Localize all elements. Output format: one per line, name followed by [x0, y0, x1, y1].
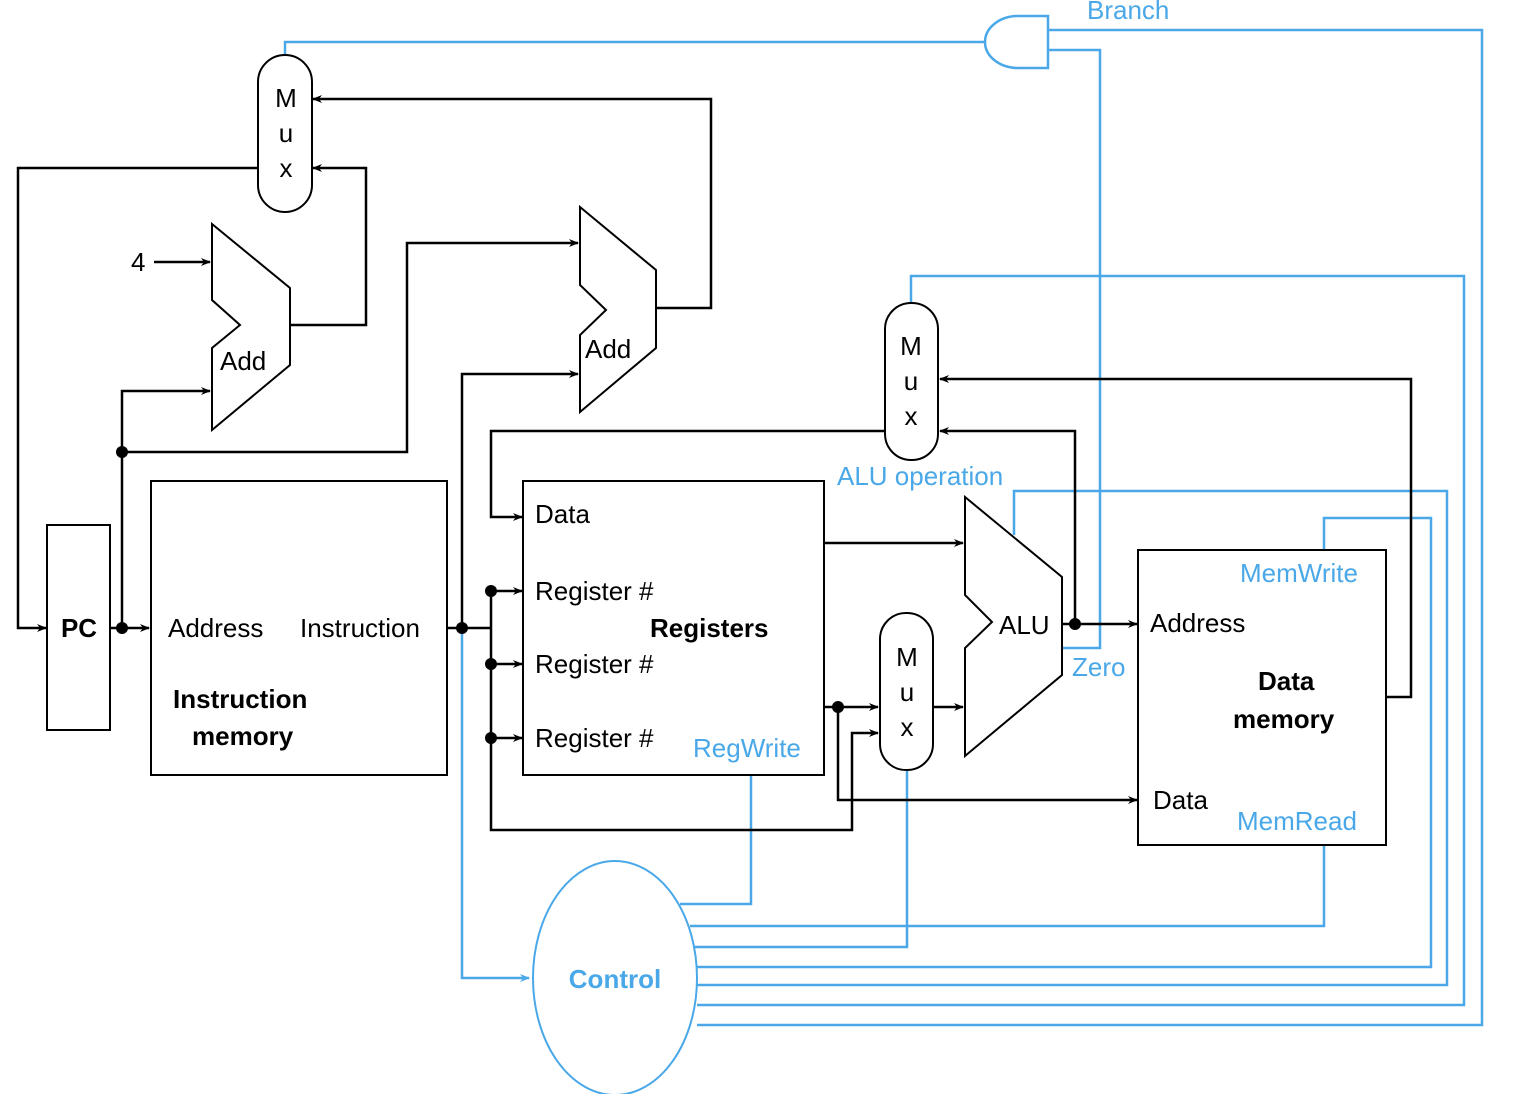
alusrc-mux: M u x [879, 612, 934, 771]
datapath-wires [16, 95, 1413, 832]
junction-dots [116, 446, 1081, 744]
regwrite-label: RegWrite [693, 733, 801, 763]
opcode-to-control-wire [460, 628, 530, 982]
registers-title: Registers [650, 613, 769, 643]
reg-write-label: Register # [535, 723, 654, 753]
mux-letter: M [896, 642, 918, 672]
adder-label: Add [220, 346, 266, 376]
branch-wire [697, 28, 1484, 1027]
mux-letter: M [275, 83, 297, 113]
memread-label: MemRead [1237, 806, 1357, 836]
and-gate [983, 14, 1050, 70]
mux-letter: u [900, 677, 914, 707]
constant-four: 4 [131, 247, 145, 277]
zero-wire [1048, 48, 1102, 650]
mux-letter: x [905, 401, 918, 431]
memtoreg-wire [697, 274, 1466, 1007]
zero-label: Zero [1072, 652, 1125, 682]
regwrite-wire [680, 775, 753, 906]
reg-read1-label: Register # [535, 576, 654, 606]
pc-mux: M u x [257, 54, 313, 213]
mux-letter: u [279, 118, 293, 148]
pc-adder: Add [211, 221, 291, 433]
alusrc-wire [692, 770, 909, 949]
dm-data-label: Data [1153, 785, 1208, 815]
instruction-memory: Address Instruction Instruction memory [150, 480, 448, 776]
memtoreg-mux: M u x [884, 302, 939, 461]
alu-operation-label: ALU operation [837, 461, 1003, 491]
control-label: Control [569, 964, 661, 994]
dm-title-1: Data [1258, 666, 1315, 696]
register-file: Data Register # Registers Register # Reg… [522, 480, 825, 776]
im-address-label: Address [168, 613, 263, 643]
pc-src-wire [283, 40, 985, 55]
reg-read2-label: Register # [535, 649, 654, 679]
memwrite-wire [695, 516, 1433, 969]
branch-adder: Add [579, 204, 657, 415]
memread-wire [690, 845, 1326, 928]
pc-register: PC [46, 524, 111, 731]
control-unit: Control [532, 860, 698, 1094]
dm-address-label: Address [1150, 608, 1245, 638]
adder-label: Add [585, 334, 631, 364]
mux-letter: u [904, 366, 918, 396]
im-title-2: memory [192, 721, 294, 751]
im-instruction-label: Instruction [300, 613, 420, 643]
alu-operation-wire [697, 489, 1449, 987]
mux-letter: M [900, 331, 922, 361]
alu-label: ALU [999, 610, 1050, 640]
im-title-1: Instruction [173, 684, 307, 714]
mux-letter: x [280, 153, 293, 183]
pc-label: PC [61, 613, 97, 643]
memwrite-label: MemWrite [1240, 558, 1358, 588]
branch-label: Branch [1087, 0, 1169, 25]
data-memory: MemWrite Address Data memory Data MemRea… [1137, 549, 1387, 846]
dm-title-2: memory [1233, 704, 1335, 734]
control-wires [283, 28, 1484, 1027]
reg-data-label: Data [535, 499, 590, 529]
alu: ALU [964, 494, 1063, 759]
mux-letter: x [901, 712, 914, 742]
